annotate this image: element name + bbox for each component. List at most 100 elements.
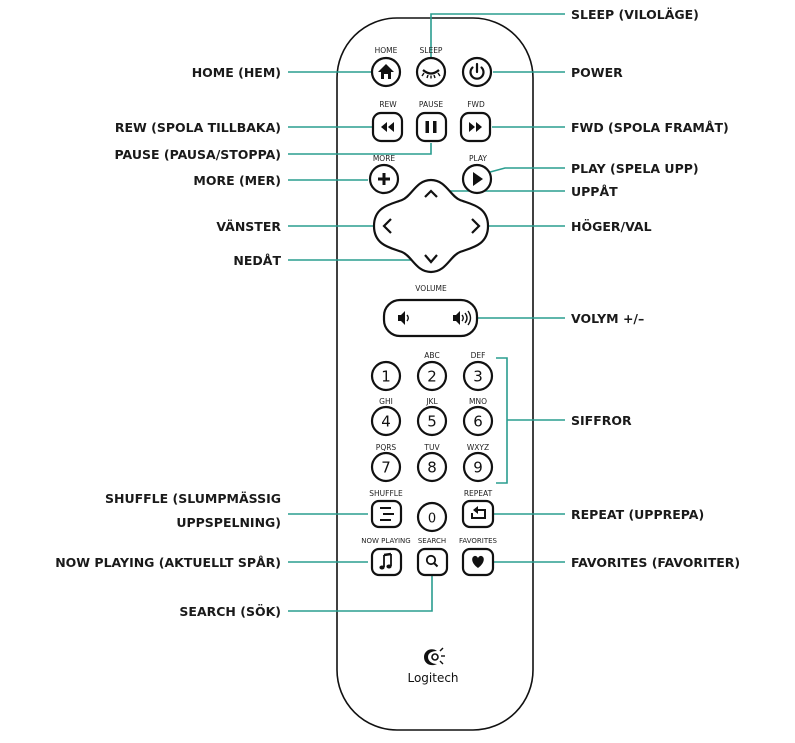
callout-rew: REW (SPOLA TILLBAKA) — [115, 120, 281, 135]
abc-label: ABC — [424, 351, 439, 360]
logitech-logo-icon — [424, 647, 445, 666]
pause-icon — [425, 121, 437, 133]
digit-5-button[interactable]: 5 — [416, 405, 448, 437]
digit-6-button[interactable]: 6 — [462, 405, 494, 437]
sleep-label: SLEEP — [420, 46, 443, 55]
dpad-right[interactable] — [471, 218, 481, 234]
speaker-low-icon — [398, 311, 409, 325]
play-label: PLAY — [469, 154, 487, 163]
search-button[interactable] — [416, 547, 449, 577]
callout-favorites: FAVORITES (FAVORITER) — [571, 555, 740, 570]
callout-left: VÄNSTER — [216, 219, 281, 234]
digit-8-label: 8 — [427, 459, 437, 477]
callout-down: NEDÅT — [233, 253, 281, 268]
digit-5-label: 5 — [427, 413, 437, 431]
digit-7-label: 7 — [381, 459, 391, 477]
more-label: MORE — [373, 154, 396, 163]
callout-more: MORE (MER) — [193, 173, 281, 188]
fwd-button[interactable] — [459, 111, 492, 143]
dpad-down[interactable] — [424, 254, 438, 264]
repeat-button[interactable] — [461, 499, 495, 529]
digit-0-button[interactable]: 0 — [416, 501, 448, 533]
callout-volume: VOLYM +/– — [571, 311, 644, 326]
favorites-button[interactable] — [461, 547, 495, 577]
play-button[interactable] — [461, 163, 493, 195]
rewind-icon — [381, 122, 394, 132]
shuffle-button[interactable] — [370, 499, 403, 529]
callout-home: HOME (HEM) — [192, 65, 281, 80]
more-button[interactable] — [368, 163, 400, 195]
ghi-label: GHI — [379, 397, 393, 406]
callout-power: POWER — [571, 65, 623, 80]
tuv-label: TUV — [423, 443, 440, 452]
volume-label: VOLUME — [415, 284, 447, 293]
rew-button[interactable] — [371, 111, 404, 143]
callout-right: HÖGER/VAL — [571, 219, 652, 234]
callout-search: SEARCH (SÖK) — [179, 604, 281, 619]
digit-9-button[interactable]: 9 — [462, 451, 494, 483]
digit-2-button[interactable]: 2 — [416, 360, 448, 392]
home-label: HOME — [375, 46, 398, 55]
digit-4-label: 4 — [381, 413, 391, 431]
digit-3-button[interactable]: 3 — [462, 360, 494, 392]
rew-label: REW — [379, 100, 397, 109]
jkl-label: JKL — [425, 397, 438, 406]
logo-text: Logitech — [407, 671, 458, 685]
digit-1-button[interactable]: 1 — [370, 360, 402, 392]
callout-up: UPPÅT — [571, 184, 618, 199]
now-playing-label: NOW PLAYING — [361, 537, 410, 545]
leader-lines — [288, 13, 565, 612]
pqrs-label: PQRS — [376, 443, 397, 452]
chevron-down-icon — [424, 254, 438, 264]
dpad-outline — [372, 178, 490, 274]
callout-repeat: REPEAT (UPPREPA) — [571, 507, 704, 522]
home-button[interactable] — [370, 56, 402, 88]
digit-9-label: 9 — [473, 459, 483, 477]
favorites-label: FAVORITES — [459, 537, 498, 545]
dpad-up[interactable] — [424, 189, 438, 198]
callout-numbers: SIFFROR — [571, 413, 632, 428]
volume-rocker[interactable] — [382, 298, 479, 338]
callout-play: PLAY (SPELA UPP) — [571, 161, 699, 176]
repeat-label: REPEAT — [464, 489, 493, 498]
digit-2-label: 2 — [427, 368, 437, 386]
chevron-left-icon — [382, 218, 392, 234]
callout-sleep: SLEEP (VILOLÄGE) — [571, 7, 699, 22]
power-icon — [469, 62, 485, 80]
power-button[interactable] — [461, 56, 493, 88]
callout-shuffle-line1: SHUFFLE (SLUMPMÄSSIG — [105, 491, 281, 506]
speaker-high-icon — [453, 310, 472, 326]
digit-4-button[interactable]: 4 — [370, 405, 402, 437]
fast-forward-icon — [469, 122, 482, 132]
repeat-icon — [471, 506, 486, 519]
now-playing-button[interactable] — [370, 547, 403, 577]
dpad-left[interactable] — [382, 218, 392, 234]
shuffle-label: SHUFFLE — [369, 489, 403, 498]
callout-fwd: FWD (SPOLA FRAMÅT) — [571, 120, 729, 135]
chevron-right-icon — [471, 218, 481, 234]
search-label: SEARCH — [418, 537, 446, 545]
digit-0-label: 0 — [428, 512, 436, 527]
digit-6-label: 6 — [473, 413, 483, 431]
plus-icon — [378, 173, 390, 185]
pause-button[interactable] — [415, 111, 448, 143]
heart-icon — [472, 555, 484, 568]
dpad — [372, 178, 490, 274]
fwd-label: FWD — [467, 100, 485, 109]
sleep-button[interactable] — [415, 56, 447, 88]
digit-7-button[interactable]: 7 — [370, 451, 402, 483]
callout-labels: SLEEP (VILOLÄGE) HOME (HEM) POWER REW (S… — [55, 7, 740, 619]
chevron-up-icon — [424, 189, 438, 198]
callout-pause: PAUSE (PAUSA/STOPPA) — [115, 147, 281, 162]
shuffle-icon — [380, 507, 394, 521]
digit-1-label: 1 — [381, 368, 391, 386]
digit-3-label: 3 — [473, 368, 483, 386]
play-icon — [473, 172, 483, 186]
music-note-icon — [379, 552, 392, 570]
callout-shuffle-line2: UPPSPELNING) — [176, 515, 281, 530]
magnifier-icon — [425, 554, 439, 568]
house-icon — [378, 64, 394, 79]
digit-8-button[interactable]: 8 — [416, 451, 448, 483]
callout-now-playing: NOW PLAYING (AKTUELLT SPÅR) — [55, 555, 281, 570]
def-label: DEF — [471, 351, 486, 360]
